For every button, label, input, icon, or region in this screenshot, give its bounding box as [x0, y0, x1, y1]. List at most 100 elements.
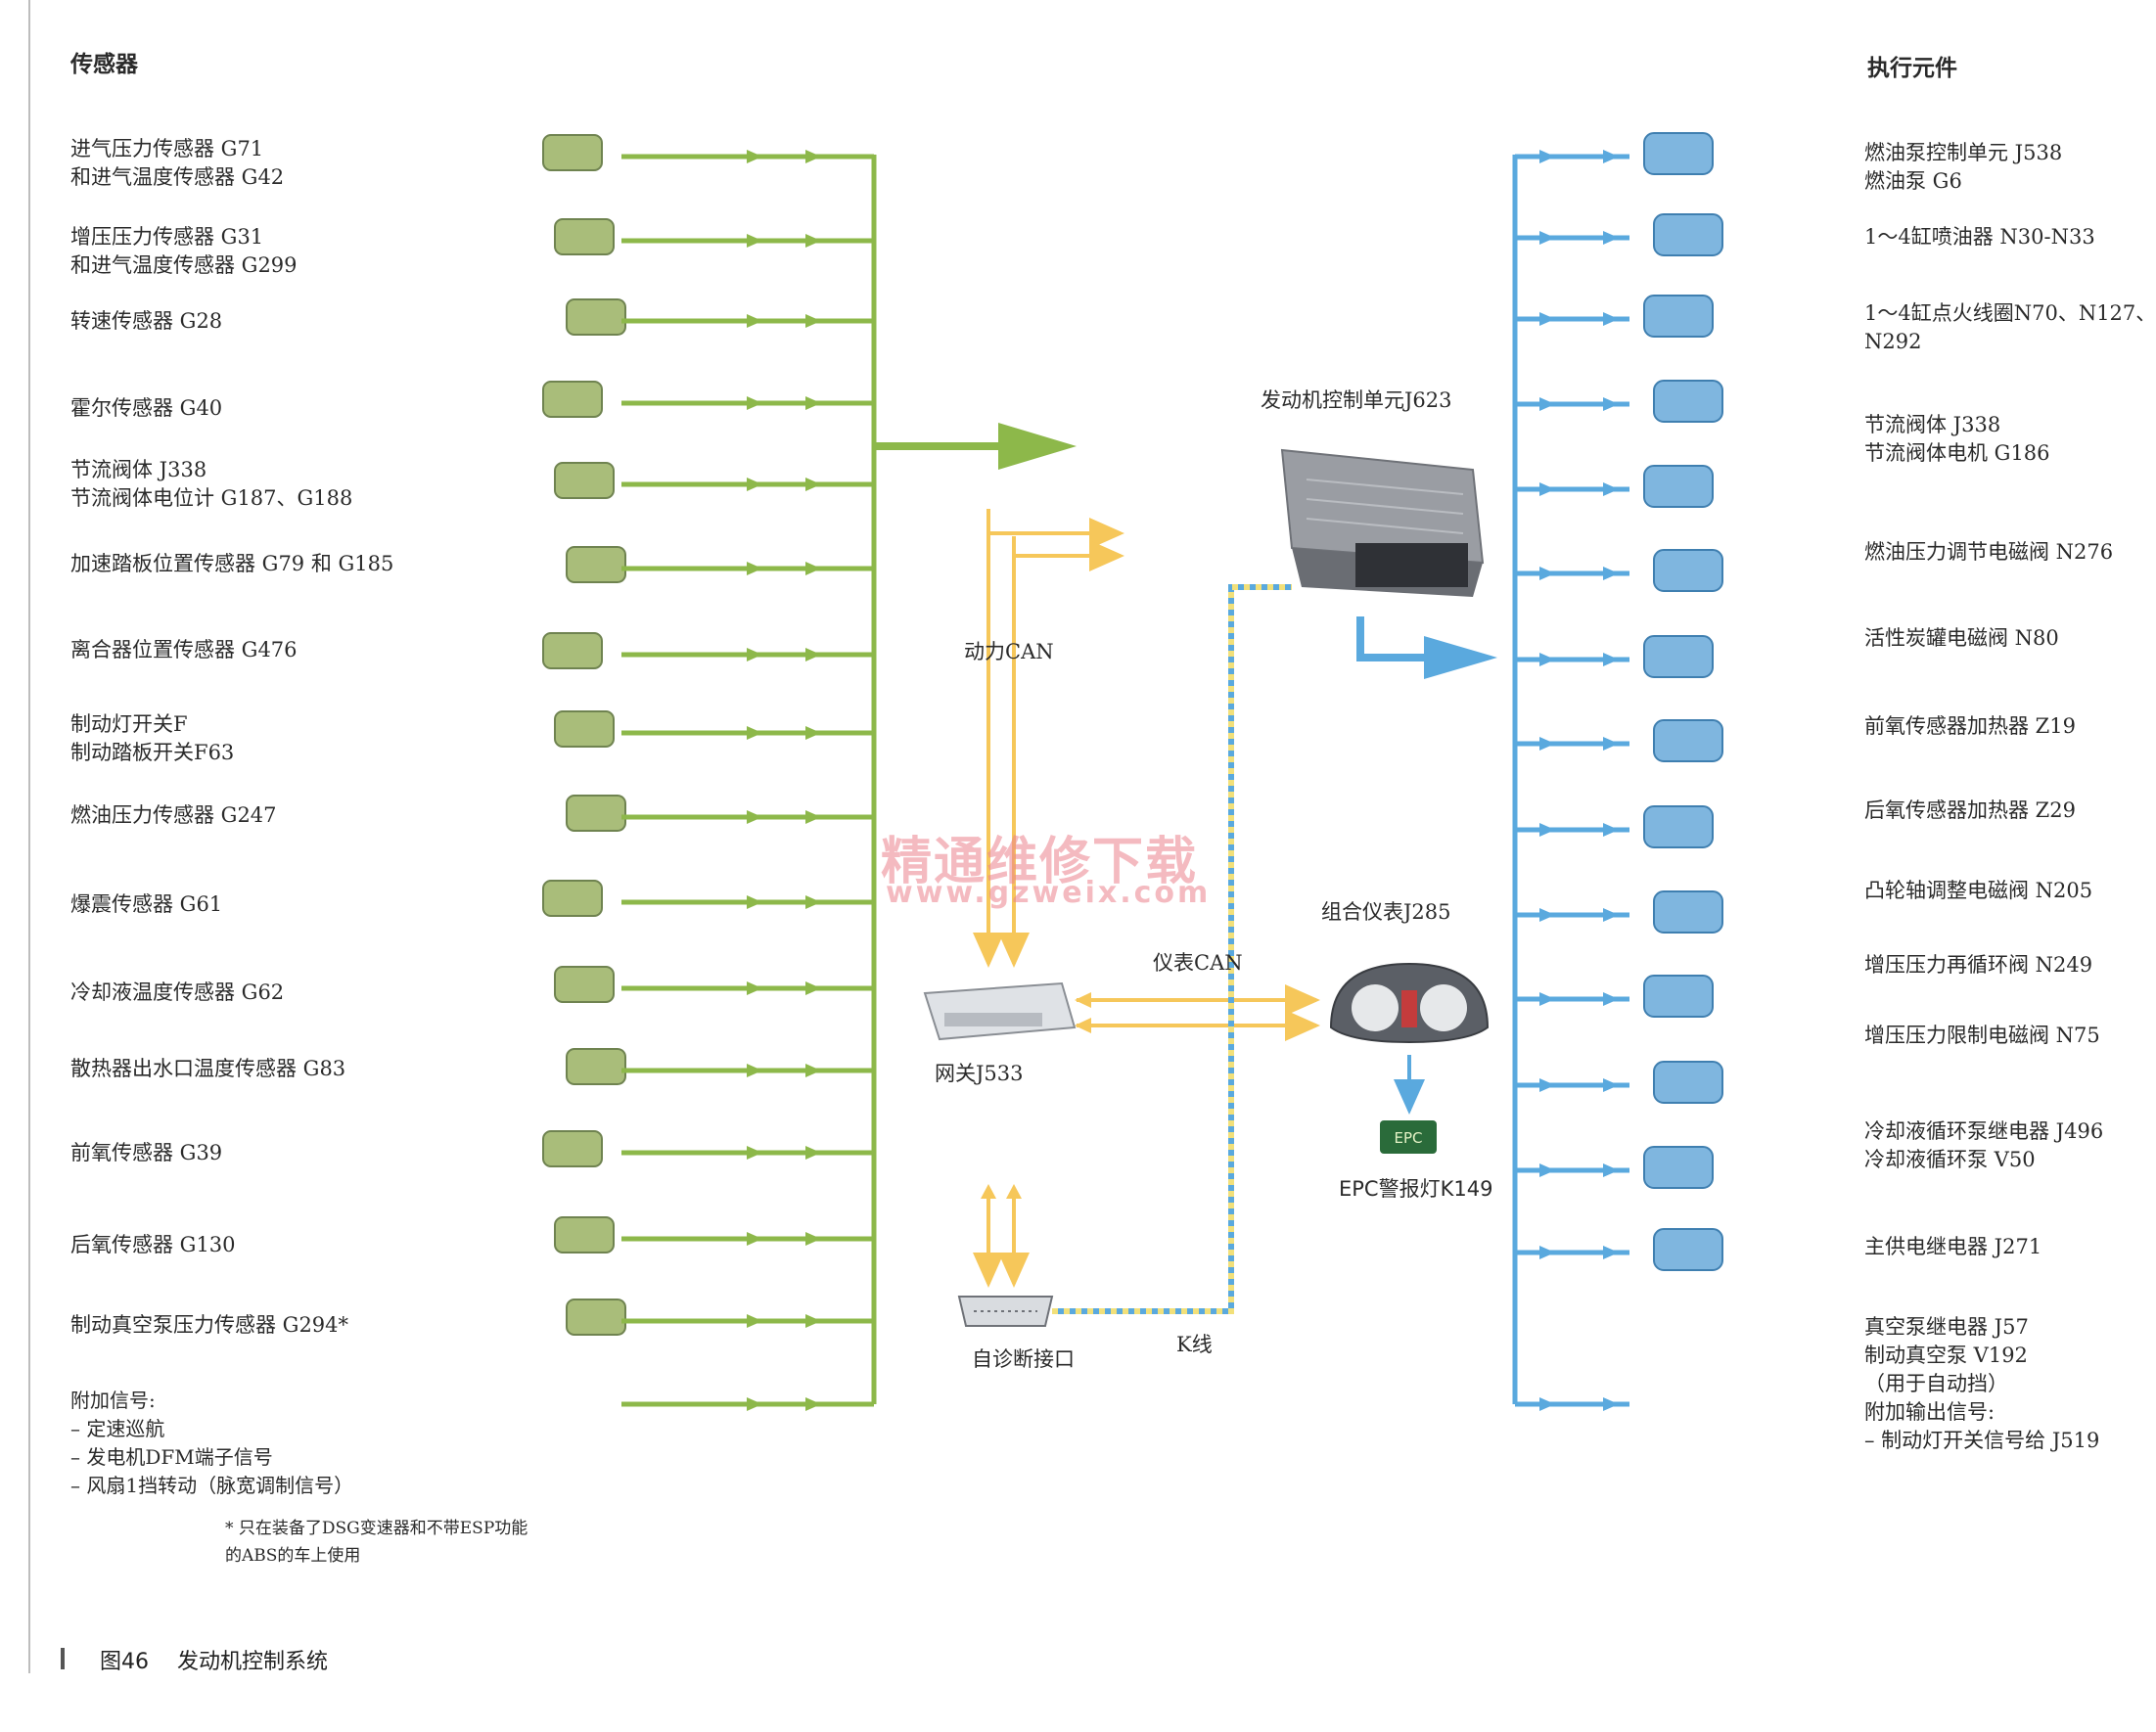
- sensor-label: 冷却液温度传感器 G62: [70, 979, 284, 1007]
- ecu-to-actuator-arrow-shaft: [1356, 616, 1429, 661]
- actuator-label-line: 燃油泵 G6: [1864, 169, 1962, 193]
- actuator-arrowhead: [1603, 823, 1619, 837]
- actuators-header: 执行元件: [1867, 55, 1957, 81]
- actuator-arrowhead: [1539, 312, 1555, 326]
- sensor-arrowhead: [747, 150, 762, 163]
- sensor-arrowhead: [805, 1314, 821, 1328]
- sensor-component-icon: [542, 1130, 603, 1167]
- actuator-label-line: 增压压力限制电磁阀 N75: [1864, 1024, 2100, 1047]
- actuator-label-line: 真空泵继电器 J57: [1864, 1315, 2029, 1339]
- actuator-arrowhead: [1539, 397, 1555, 411]
- actuator-arrowhead: [1539, 1163, 1555, 1177]
- actuator-arrowhead: [1539, 908, 1555, 922]
- epc-lamp-graphic: [1380, 1120, 1437, 1154]
- figure-caption: 图46 发动机控制系统: [61, 1644, 328, 1675]
- actuator-row: [1515, 213, 1723, 256]
- sensor-label: 加速踏板位置传感器 G79 和 G185: [70, 550, 393, 578]
- actuator-arrowhead: [1539, 823, 1555, 837]
- actuator-arrowhead: [1539, 653, 1555, 666]
- actuator-label-line: 后氧传感器加热器 Z29: [1864, 798, 2076, 822]
- actuator-row: [1515, 549, 1723, 592]
- actuator-label-line: 燃油泵控制单元 J538: [1864, 141, 2063, 164]
- actuator-label-line: 冷却液循环泵继电器 J496: [1864, 1119, 2104, 1143]
- sensor-component-icon: [542, 632, 603, 669]
- actuator-row: [1515, 975, 1714, 1018]
- actuator-bus: [1356, 155, 1518, 1404]
- actuator-row: [1515, 295, 1714, 338]
- obd-port-graphic: [957, 1296, 1054, 1327]
- sensor-label: 离合器位置传感器 G476: [70, 636, 298, 664]
- ecu-to-actuator-arrowhead: [1424, 636, 1497, 679]
- sensor-label: 燃油压力传感器 G247: [70, 801, 277, 830]
- actuator-arrowhead: [1603, 150, 1619, 163]
- sensor-arrowhead: [747, 1232, 762, 1246]
- sensor-label-line: 节流阀体 J338: [70, 458, 207, 481]
- sensor-arrowhead: [747, 648, 762, 661]
- actuator-arrowhead: [1603, 231, 1619, 245]
- sensor-component-icon: [566, 298, 626, 336]
- actuator-component-icon: [1643, 132, 1714, 175]
- actuator-arrowhead: [1603, 312, 1619, 326]
- sensor-arrowhead: [805, 562, 821, 575]
- engine-control-diagram: EPC: [28, 0, 1723, 1673]
- actuator-label-line: 节流阀体 J338: [1864, 413, 2001, 436]
- sensor-row: [554, 218, 874, 255]
- sensor-label: 制动灯开关F 制动踏板开关F63: [70, 710, 234, 767]
- actuator-label-line: 节流阀体电机 G186: [1864, 441, 2050, 465]
- actuator-row: [1515, 132, 1714, 175]
- actuator-label: 增压压力再循环阀 N249: [1864, 951, 2092, 980]
- actuator-component-icon: [1653, 380, 1723, 423]
- actuator-component-icon: [1643, 635, 1714, 678]
- sensor-arrowhead: [747, 1397, 762, 1411]
- sensor-label-line: 制动踏板开关F63: [70, 741, 235, 764]
- sensor-label-line: 制动灯开关F: [70, 712, 188, 736]
- sensor-arrowhead: [805, 234, 821, 248]
- actuator-label-line: 附加输出信号:: [1864, 1400, 1995, 1424]
- actuator-row: [1515, 380, 1723, 423]
- caption-bar: [61, 1648, 65, 1669]
- sensor-arrowhead: [747, 810, 762, 824]
- sensor-label-line: 后氧传感器 G130: [70, 1233, 236, 1256]
- actuator-component-icon: [1643, 465, 1714, 508]
- sensor-row: [566, 298, 874, 336]
- sensor-row: [542, 381, 874, 418]
- sensor-arrowhead: [805, 314, 821, 328]
- sensor-row: [554, 1216, 874, 1253]
- sensor-arrowhead: [805, 150, 821, 163]
- sensor-arrowhead: [747, 314, 762, 328]
- actuator-arrowhead: [1603, 567, 1619, 580]
- sensor-row: [554, 710, 874, 748]
- sensor-component-icon: [554, 710, 615, 748]
- actuator-label-line: 1～4缸点火线圈N70、N127、: [1864, 301, 2156, 325]
- sensor-row: [542, 1130, 874, 1167]
- actuator-arrowhead: [1539, 150, 1555, 163]
- sensor-label-line: 转速传感器 G28: [70, 309, 223, 333]
- actuator-component-icon: [1653, 213, 1723, 256]
- sensor-label: 制动真空泵压力传感器 G294*: [70, 1311, 348, 1340]
- sensor-label-line: 加速踏板位置传感器 G79 和 G185: [70, 552, 394, 575]
- footnote: * 只在装备了DSG变速器和不带ESP功能 的ABS的车上使用: [225, 1515, 528, 1570]
- actuator-label: 1～4缸喷油器 N30-N33: [1864, 223, 2095, 251]
- sensor-label-line: 和进气温度传感器 G299: [70, 253, 298, 277]
- watermark-cn: 精通维修下载: [881, 833, 1199, 891]
- actuator-arrowhead: [1603, 1078, 1619, 1092]
- figure-number: 图46: [100, 1650, 149, 1674]
- sensor-label-line: 散热器出水口温度传感器 G83: [70, 1057, 346, 1080]
- footnote-line: 的ABS的车上使用: [225, 1546, 361, 1566]
- sensor-label-line: 爆震传感器 G61: [70, 892, 223, 916]
- actuator-row: [1515, 465, 1714, 508]
- sensor-arrowhead: [805, 981, 821, 995]
- sensor-arrowhead: [747, 396, 762, 410]
- actuator-component-icon: [1643, 1146, 1714, 1189]
- sensor-arrowhead: [805, 396, 821, 410]
- sensor-label: 后氧传感器 G130: [70, 1231, 236, 1259]
- sensor-label-line: 和进气温度传感器 G42: [70, 165, 285, 189]
- ecu-label: 发动机控制单元J623: [1261, 388, 1452, 412]
- gateway-j533-graphic: [923, 981, 1077, 1041]
- figure-title: 发动机控制系统: [177, 1650, 329, 1674]
- sensor-row: [542, 632, 874, 669]
